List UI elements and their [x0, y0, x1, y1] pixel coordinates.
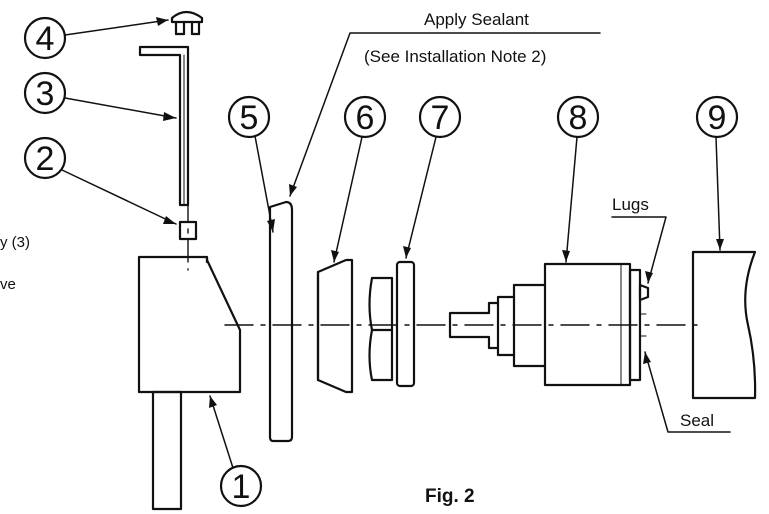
left-cut-text-2: ve — [0, 276, 16, 293]
callout-6-circle — [343, 95, 387, 139]
callout-8-label: 8 — [569, 99, 588, 137]
leader-2 — [61, 169, 177, 225]
figure-caption: Fig. 2 — [425, 486, 475, 507]
lugs-label: Lugs — [612, 195, 649, 214]
leader-lugs — [611, 216, 667, 284]
callout-1-label: 1 — [232, 468, 251, 506]
callout-6-label: 6 — [356, 99, 375, 137]
part-9-stem — [691, 250, 757, 400]
callout-4-circle — [23, 16, 67, 60]
arrowhead-lugs — [645, 271, 653, 283]
part-5-plate — [268, 200, 294, 443]
leader-1 — [209, 395, 234, 469]
callout-7-label: 7 — [431, 99, 450, 137]
callout-7-circle — [418, 95, 462, 139]
leader-8 — [565, 136, 578, 263]
arrowhead-4 — [156, 17, 168, 26]
callout-5-label: 5 — [240, 99, 259, 137]
leader-3 — [64, 97, 177, 119]
part-2-set-screw — [178, 220, 198, 241]
part-4-cap — [170, 10, 204, 36]
part-6-trim-ring — [316, 258, 354, 394]
leader-7 — [405, 136, 437, 259]
callout-2-circle — [23, 136, 67, 180]
seal-label: Seal — [680, 411, 714, 430]
part-8-cartridge — [448, 262, 650, 387]
arrowhead-2 — [163, 216, 176, 224]
left-cut-text-1: y (3) — [0, 234, 30, 251]
arrowhead-sealant — [289, 184, 297, 196]
callout-5-circle — [227, 95, 271, 139]
arrowhead-1 — [209, 396, 217, 408]
apply-sealant-label: Apply Sealant — [424, 10, 529, 29]
arrowhead-8 — [562, 250, 570, 262]
arrowhead-3 — [163, 112, 176, 121]
callout-1-circle — [219, 464, 263, 508]
arrowhead-seal — [643, 352, 651, 364]
arrowhead-7 — [403, 246, 411, 258]
arrowhead-9 — [716, 239, 724, 250]
callout-4-label: 4 — [36, 20, 55, 58]
callout-3-label: 3 — [36, 75, 55, 113]
callout-9-circle — [695, 95, 739, 139]
part-7-nut — [368, 260, 416, 388]
arrowhead-5 — [267, 219, 275, 232]
leader-seal — [644, 351, 731, 433]
leader-5 — [254, 135, 274, 233]
leader-6 — [333, 136, 363, 263]
leader-9 — [715, 136, 721, 251]
leader-sealant — [289, 32, 601, 197]
part-3-hex-key — [138, 45, 190, 207]
callout-8-circle — [556, 95, 600, 139]
leader-4 — [64, 19, 169, 36]
callout-9-label: 9 — [708, 99, 727, 137]
callout-3-circle — [23, 71, 67, 115]
callout-2-label: 2 — [36, 140, 55, 178]
arrowhead-6 — [331, 250, 339, 262]
installation-note-label: (See Installation Note 2) — [364, 47, 546, 66]
part-1-body — [137, 255, 242, 511]
